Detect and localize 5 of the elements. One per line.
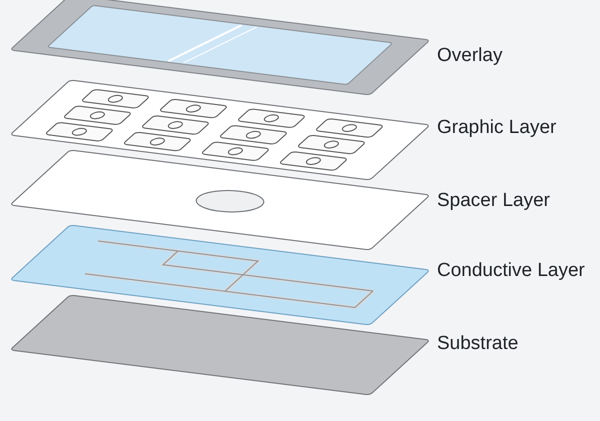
layer-label: Conductive Layer (437, 259, 585, 283)
layer-label: Substrate (437, 332, 518, 356)
layer-label: Graphic Layer (437, 116, 556, 140)
layer-label: Spacer Layer (437, 189, 550, 213)
layer-label: Overlay (437, 44, 502, 68)
